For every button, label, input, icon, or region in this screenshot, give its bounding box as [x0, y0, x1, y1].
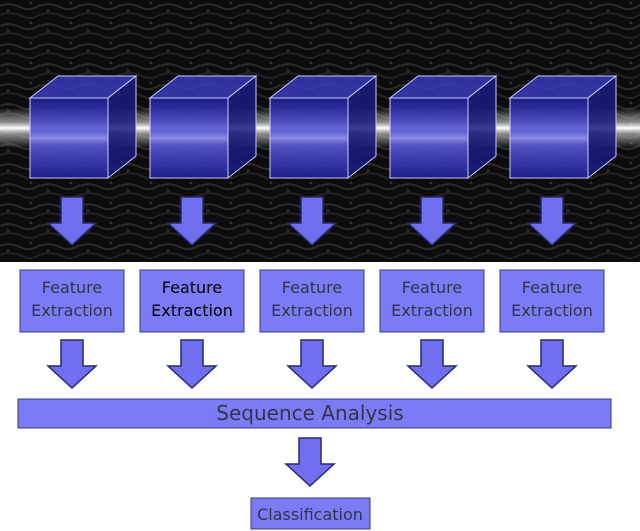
cube: [148, 74, 258, 180]
feature-box-label-line2: Extraction: [511, 301, 593, 320]
down-arrow-icon: [166, 196, 218, 247]
down-arrow-icon: [46, 196, 98, 247]
middle-arrow-group: [46, 339, 578, 390]
down-arrow-icon: [406, 339, 458, 390]
classification-label: Classification: [257, 505, 363, 524]
down-arrow-icon: [46, 339, 98, 390]
feature-box-rect: [19, 269, 125, 333]
down-arrow-icon: [286, 339, 338, 390]
cube: [508, 74, 618, 180]
cube-front-face: [269, 97, 349, 179]
feature-box-label-line2: Extraction: [151, 301, 233, 320]
feature-box-group: FeatureExtractionFeatureExtractionFeatur…: [19, 269, 605, 333]
feature-box-rect: [499, 269, 605, 333]
cube-front-face: [29, 97, 109, 179]
cube: [268, 74, 378, 180]
feature-box-label-line1: Feature: [522, 278, 582, 297]
sequence-analysis-rect: [17, 398, 612, 429]
feature-box-label-line1: Feature: [162, 278, 222, 297]
classification-rect: [250, 497, 371, 530]
cube: [388, 74, 498, 180]
cube-front-face: [149, 97, 229, 179]
feature-box-label-line2: Extraction: [31, 301, 113, 320]
sequence-analysis-label: Sequence Analysis: [216, 401, 403, 425]
feature-box-label-line1: Feature: [42, 278, 102, 297]
down-arrow-icon: [284, 437, 336, 488]
feature-box-label-line1: Feature: [282, 278, 342, 297]
down-arrow-icon: [166, 339, 218, 390]
sequence-analysis-box: Sequence Analysis: [17, 398, 612, 429]
cube-front-face: [509, 97, 589, 179]
feature-box-rect: [139, 269, 245, 333]
cube: [28, 74, 138, 180]
feature-box-label-line1: Feature: [402, 278, 462, 297]
feature-box-label-line2: Extraction: [391, 301, 473, 320]
bottom-arrow-group: [284, 437, 336, 488]
cube-front-face: [389, 97, 469, 179]
down-arrow-icon: [526, 196, 578, 247]
top-arrow-group: [46, 196, 578, 247]
feature-box-rect: [379, 269, 485, 333]
classification-box: Classification: [250, 497, 371, 530]
down-arrow-icon: [406, 196, 458, 247]
down-arrow-icon: [526, 339, 578, 390]
cube-group: [28, 74, 618, 180]
down-arrow-icon: [286, 196, 338, 247]
feature-box-rect: [259, 269, 365, 333]
feature-box-label-line2: Extraction: [271, 301, 353, 320]
